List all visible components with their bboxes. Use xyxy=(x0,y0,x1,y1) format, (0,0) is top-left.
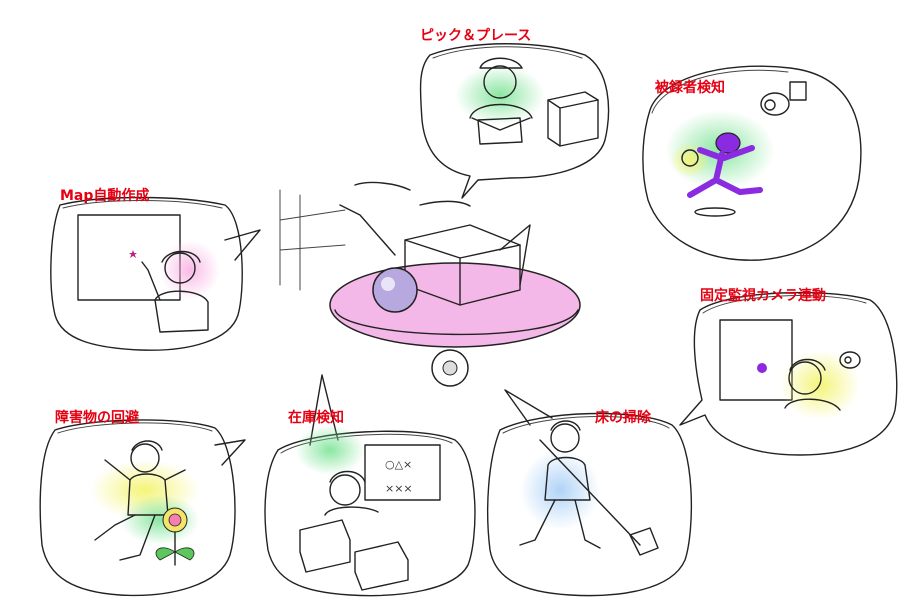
label-map: Map自動作成 xyxy=(60,187,149,204)
svg-text:×××: ××× xyxy=(385,482,413,495)
worker-figure xyxy=(784,358,841,411)
bubble-map xyxy=(50,196,261,351)
label-camera: 固定監視カメラ連動 xyxy=(700,287,826,304)
worker-figure xyxy=(324,470,379,516)
worker-figure xyxy=(141,250,209,333)
label-pick-place: ピック＆プレース xyxy=(420,28,531,44)
pink-boxes xyxy=(299,519,409,591)
security-camera xyxy=(760,81,807,116)
worker-figure xyxy=(94,440,186,561)
stacked-box xyxy=(547,91,599,147)
bubble-inventory: ○△× ××× xyxy=(264,374,476,597)
label-obstacle: 障害物の回避 xyxy=(55,409,139,426)
worker-figure xyxy=(519,420,601,549)
label-inventory: 在庫検知 xyxy=(288,409,344,426)
central-robot xyxy=(279,181,581,387)
bubble-intruder xyxy=(642,65,862,261)
label-intruder: 被録者検知 xyxy=(655,79,725,96)
robot-sensor-sphere xyxy=(372,267,418,313)
bubble-obstacle xyxy=(39,419,246,597)
inventory-board: ○△× ××× xyxy=(364,444,441,501)
flower-obstacle xyxy=(155,507,195,566)
monitor-map xyxy=(719,319,793,401)
svg-text:○△×: ○△× xyxy=(385,458,412,471)
camera-icon xyxy=(839,351,861,369)
intruder-figure xyxy=(681,132,763,198)
label-cleaning: 床の掃除 xyxy=(595,409,652,426)
bubble-cleaning xyxy=(487,389,693,597)
bubble-camera xyxy=(679,291,898,456)
bubble-pick-place xyxy=(419,43,610,199)
